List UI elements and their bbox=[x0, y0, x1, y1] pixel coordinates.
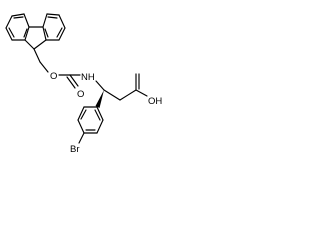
bond bbox=[11, 13, 25, 17]
bond bbox=[96, 119, 104, 134]
hydroxyl-label: OH bbox=[148, 96, 162, 107]
bond bbox=[96, 106, 104, 121]
bond bbox=[77, 119, 85, 134]
bond bbox=[5, 27, 13, 41]
bond bbox=[24, 39, 35, 50]
bond bbox=[44, 28, 49, 38]
bond bbox=[47, 16, 58, 19]
bond bbox=[23, 28, 28, 38]
bromophenyl-ring bbox=[77, 106, 104, 144]
bond bbox=[39, 61, 49, 73]
bond bbox=[56, 27, 63, 38]
bond bbox=[78, 132, 85, 144]
bond bbox=[77, 106, 85, 121]
bond bbox=[23, 13, 30, 28]
bond bbox=[5, 15, 13, 29]
bond bbox=[46, 13, 60, 16]
bond bbox=[119, 89, 137, 101]
bond bbox=[8, 27, 15, 38]
bond bbox=[69, 74, 79, 87]
bond bbox=[80, 109, 87, 120]
fluorene-group bbox=[5, 13, 66, 50]
bond bbox=[66, 76, 76, 89]
bond bbox=[42, 26, 47, 41]
ester-oxygen-label: O bbox=[50, 71, 57, 82]
amine-label: NH bbox=[81, 72, 95, 83]
bond bbox=[42, 13, 48, 28]
amino-acid-backbone bbox=[95, 73, 148, 108]
bromine-label: Br bbox=[70, 144, 80, 155]
bond bbox=[58, 27, 66, 41]
bond bbox=[94, 109, 101, 121]
bond bbox=[58, 14, 66, 29]
stereo-wedge-bond bbox=[95, 90, 104, 108]
bond bbox=[135, 89, 148, 97]
carbamate-linker bbox=[33, 48, 81, 89]
molecule-structure: O O NH OH Br bbox=[5, 13, 162, 155]
bond bbox=[33, 39, 47, 50]
bond bbox=[13, 16, 24, 19]
bond bbox=[103, 89, 121, 101]
bond bbox=[95, 80, 105, 91]
bond bbox=[33, 48, 41, 63]
carbonyl-oxygen-label: O bbox=[77, 89, 84, 100]
bond bbox=[24, 26, 30, 41]
